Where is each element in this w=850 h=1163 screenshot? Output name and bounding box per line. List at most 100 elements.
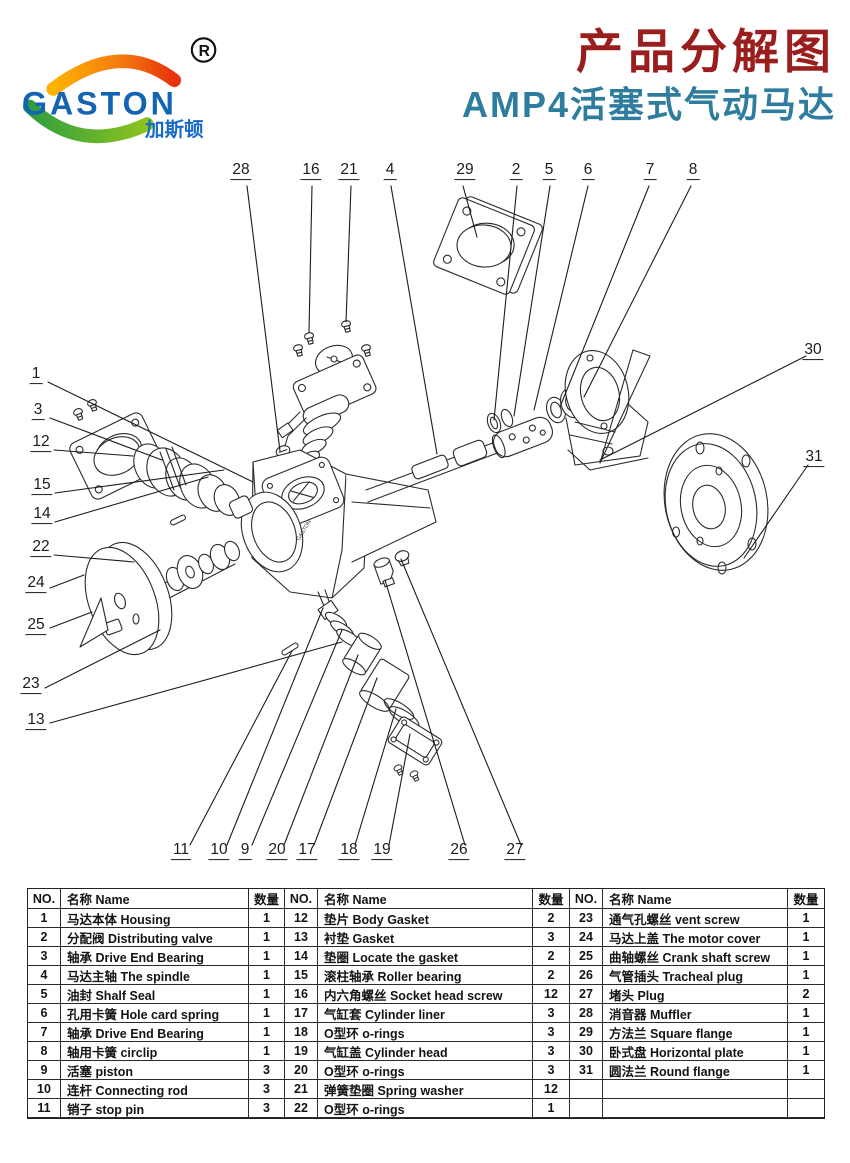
leader-line-1	[47, 381, 254, 483]
table-cell-name: 马达上盖 The motor cover	[603, 928, 788, 947]
table-cell-qty: 3	[533, 1004, 570, 1023]
table-cell-no: 21	[285, 1080, 318, 1099]
table-cell-name: 垫片 Body Gasket	[318, 909, 533, 928]
callout-17: 17	[296, 841, 318, 860]
leader-line-3	[49, 417, 163, 461]
table-header-cell: NO.	[28, 889, 61, 909]
leader-line-12	[53, 449, 134, 457]
leader-line-4	[390, 185, 438, 455]
page-subtitle: AMP4活塞式气动马达	[461, 83, 836, 125]
logo-arc-green	[22, 99, 154, 144]
table-cell-name: 内六角螺丝 Socket head screw	[318, 985, 533, 1004]
callout-26: 26	[448, 841, 470, 860]
table-cell-no: 14	[285, 947, 318, 966]
table-cell-name: 消音器 Muffler	[603, 1004, 788, 1023]
leader-line-31	[743, 464, 809, 559]
table-cell-qty: 1	[249, 985, 285, 1004]
leader-line-23	[44, 629, 161, 689]
callout-10: 10	[208, 841, 230, 860]
part-seal-rings	[486, 412, 502, 434]
table-cell-qty: 1	[249, 966, 285, 985]
table-cell-qty: 1	[788, 1023, 824, 1042]
leader-line-6	[533, 185, 589, 411]
callout-27: 27	[504, 841, 526, 860]
table-cell-no: 6	[28, 1004, 61, 1023]
table-cell-no: 24	[570, 928, 603, 947]
table-cell-no: 27	[570, 985, 603, 1004]
table-cell-no: 1	[28, 909, 61, 928]
table-cell-no: 3	[28, 947, 61, 966]
callout-7: 7	[643, 161, 657, 180]
table-cell-name: 油封 Shalf Seal	[61, 985, 249, 1004]
table-cell-no: 30	[570, 1042, 603, 1061]
exploded-diagram: GASTON	[0, 160, 850, 872]
leader-line-15	[54, 469, 225, 494]
table-cell-qty	[788, 1099, 824, 1118]
leader-line-26	[384, 579, 466, 846]
callout-4: 4	[383, 161, 397, 180]
table-cell-name: 气缸套 Cylinder liner	[318, 1004, 533, 1023]
leader-line-11	[189, 650, 293, 846]
logo-brand-text: GASTON	[22, 85, 177, 121]
table-cell-name: 弹簧垫圈 Spring washer	[318, 1080, 533, 1099]
table-cell-qty: 3	[249, 1061, 285, 1080]
callout-25: 25	[25, 616, 47, 635]
part-distributing-valve-assembly	[258, 319, 377, 479]
table-cell-qty: 1	[249, 1004, 285, 1023]
table-header-cell: NO.	[285, 889, 318, 909]
table-cell-qty: 12	[533, 1080, 570, 1099]
part-piston-assembly	[281, 550, 443, 783]
header-titles: 产品分解图 AMP4活塞式气动马达	[462, 26, 836, 125]
callout-15: 15	[31, 476, 53, 495]
table-cell-name: 垫圈 Locate the gasket	[318, 947, 533, 966]
table-cell-qty: 1	[249, 947, 285, 966]
brand-logo: GASTON 加斯顿 R	[22, 37, 217, 144]
table-header-cell: 名称 Name	[603, 889, 788, 909]
table-cell-name: 轴用卡簧 circlip	[61, 1042, 249, 1061]
callout-9: 9	[238, 841, 252, 860]
part-plug	[394, 550, 410, 567]
table-cell-no: 19	[285, 1042, 318, 1061]
table-cell-qty: 1	[788, 909, 824, 928]
leader-line-29	[462, 185, 478, 238]
callout-13: 13	[25, 711, 47, 730]
leader-line-21	[345, 185, 352, 323]
part-square-flange	[433, 196, 543, 295]
leader-line-16	[308, 185, 313, 333]
leader-lines	[44, 185, 809, 846]
table-cell-qty: 3	[533, 1023, 570, 1042]
table-cell-name: 马达本体 Housing	[61, 909, 249, 928]
table-cell-name: 曲轴螺丝 Crank shaft screw	[603, 947, 788, 966]
callout-19: 19	[371, 841, 393, 860]
table-cell-qty: 1	[249, 1023, 285, 1042]
table-cell-qty: 2	[533, 947, 570, 966]
logo-brand-cn-text: 加斯顿	[144, 118, 204, 141]
registered-mark-icon	[190, 37, 217, 63]
table-header-cell: 数量	[533, 889, 570, 909]
table-cell-qty: 1	[788, 947, 824, 966]
logo-arc-orange	[46, 54, 182, 96]
leader-line-7	[559, 185, 650, 408]
table-cell-no: 10	[28, 1080, 61, 1099]
table-cell-no: 2	[28, 928, 61, 947]
table-cell-qty: 1	[533, 1099, 570, 1118]
table-cell-name: 轴承 Drive End Bearing	[61, 947, 249, 966]
callout-14: 14	[31, 505, 53, 524]
table-header-cell: 数量	[249, 889, 285, 909]
callout-8: 8	[686, 161, 700, 180]
table-header-cell: 名称 Name	[61, 889, 249, 909]
table-cell-qty: 3	[249, 1080, 285, 1099]
leader-line-22	[53, 554, 135, 563]
table-cell-qty: 1	[788, 1061, 824, 1080]
table-cell-qty: 1	[249, 1042, 285, 1061]
table-cell-no: 8	[28, 1042, 61, 1061]
table-cell-no: 28	[570, 1004, 603, 1023]
table-cell-name: 销子 stop pin	[61, 1099, 249, 1118]
leader-line-5	[513, 185, 551, 417]
table-cell-name: O型环 o-rings	[318, 1061, 533, 1080]
table-cell-no	[570, 1099, 603, 1118]
table-cell-qty: 1	[249, 928, 285, 947]
registered-mark-letter: R	[199, 43, 210, 60]
table-cell-name: 分配阀 Distributing valve	[61, 928, 249, 947]
